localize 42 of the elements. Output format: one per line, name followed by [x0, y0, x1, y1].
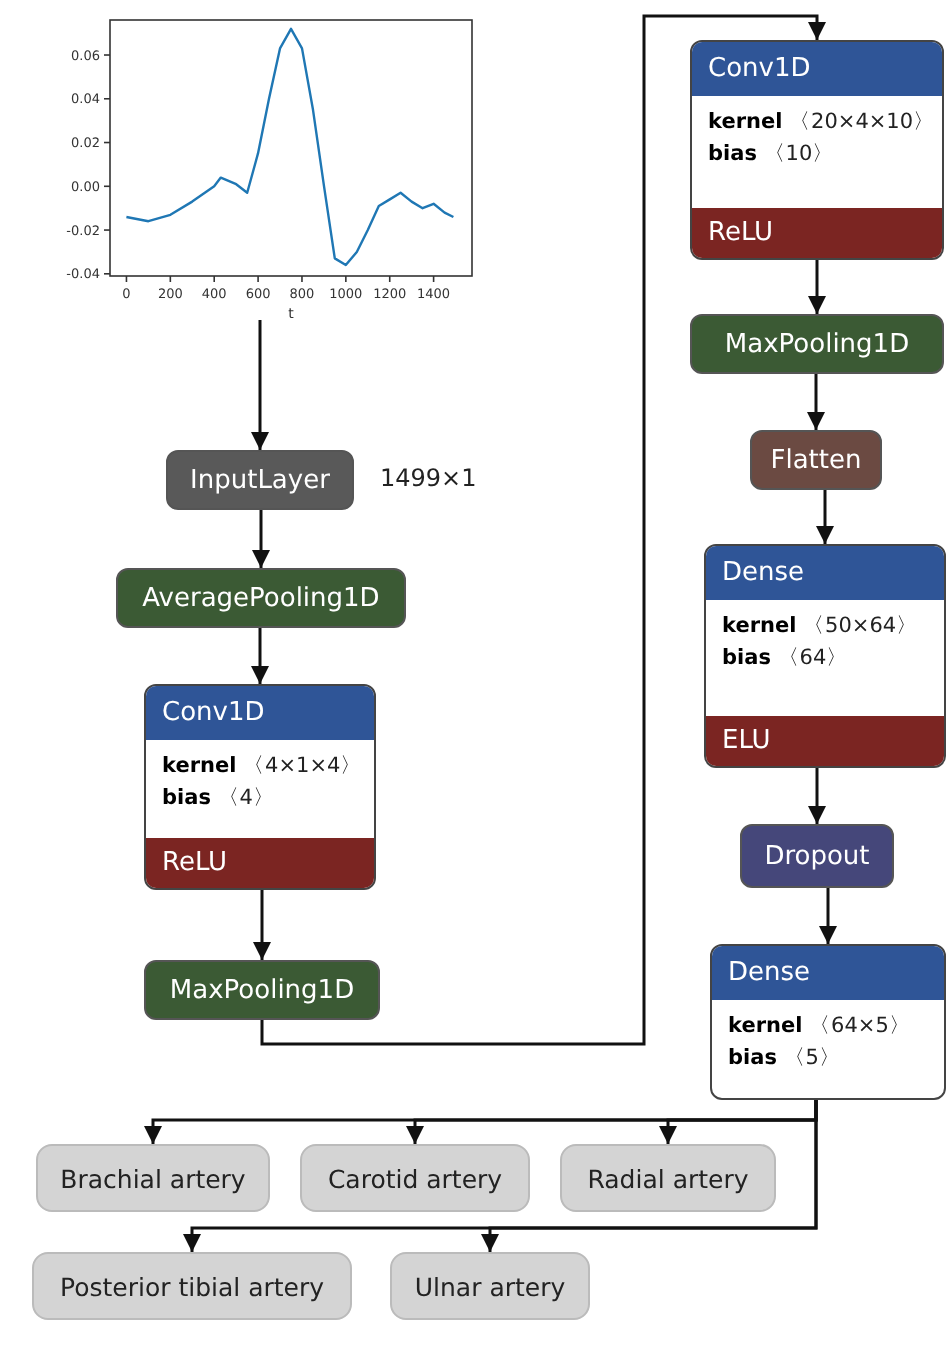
shape-annotation: 1499×1	[380, 464, 477, 492]
arrow	[251, 320, 269, 450]
class-label-box: Brachial artery	[36, 1144, 270, 1212]
parameter-text: bias 〈10〉	[706, 140, 837, 170]
parameter-text: kernel 〈4×1×4〉	[160, 752, 365, 782]
arrow	[251, 628, 269, 684]
arrow	[819, 888, 837, 944]
layer-title: Dense	[712, 946, 944, 1000]
parameter-text: bias 〈5〉	[726, 1044, 843, 1074]
class-label-box: Posterior tibial artery	[32, 1252, 352, 1320]
parameter-text: kernel 〈50×64〉	[720, 612, 921, 642]
parameter-text: bias 〈64〉	[720, 644, 851, 674]
class-label-box: Ulnar artery	[390, 1252, 590, 1320]
activation-label: ReLU	[692, 208, 942, 258]
class-label-box: Carotid artery	[300, 1144, 530, 1212]
arrow	[816, 490, 834, 544]
activation-label: ReLU	[146, 838, 374, 888]
arrow	[252, 510, 270, 568]
arrow	[260, 14, 826, 1046]
arrow	[807, 374, 825, 430]
layer-title: Conv1D	[692, 42, 942, 96]
arrow	[253, 890, 271, 960]
layer-card	[144, 684, 376, 890]
arrow	[808, 260, 826, 314]
class-label-box: Radial artery	[560, 1144, 776, 1212]
layer-title: Conv1D	[146, 686, 374, 740]
layer-box: AveragePooling1D	[116, 568, 406, 628]
layer-box: MaxPooling1D	[144, 960, 380, 1020]
layer-box: MaxPooling1D	[690, 314, 944, 374]
layer-card	[704, 544, 946, 768]
layer-box: Dropout	[740, 824, 894, 888]
layer-box: Flatten	[750, 430, 882, 490]
layer-card	[710, 944, 946, 1100]
activation-label: ELU	[706, 716, 944, 766]
arrow	[808, 768, 826, 824]
arrow	[481, 1100, 818, 1252]
layer-box: InputLayer	[166, 450, 354, 510]
parameter-text: bias 〈4〉	[160, 784, 277, 814]
layer-title: Dense	[706, 546, 944, 600]
parameter-text: kernel 〈20×4×10〉	[706, 108, 938, 138]
layer-card	[690, 40, 944, 260]
parameter-text: kernel 〈64×5〉	[726, 1012, 913, 1042]
